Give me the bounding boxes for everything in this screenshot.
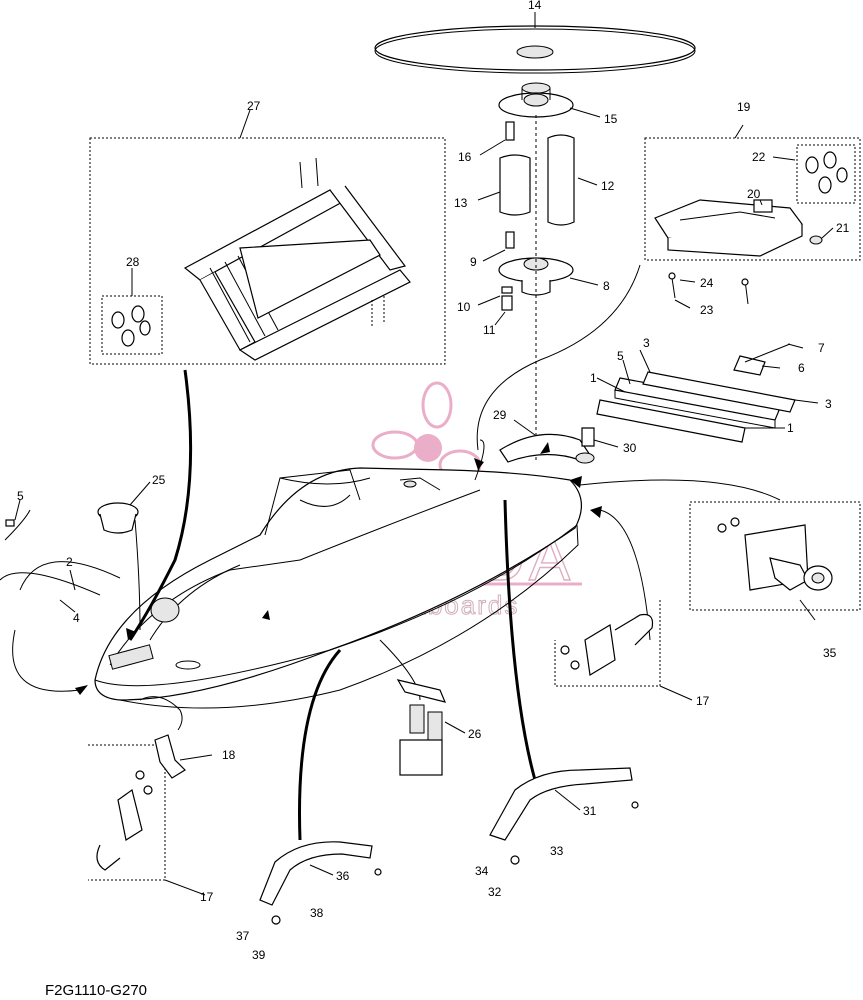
label-2: 2 [66, 555, 73, 569]
label-31: 31 [583, 804, 597, 818]
cup-holder [97, 502, 139, 534]
label-4: 4 [73, 611, 80, 625]
label-15: 15 [604, 112, 618, 126]
diagram-code: F2G1110-G270 [45, 982, 147, 999]
cap-detail-box [796, 144, 856, 204]
label-14: 14 [528, 0, 542, 12]
cleat-detail-box-right [554, 600, 661, 687]
label-27: 27 [247, 99, 261, 113]
drain-plug-detail-box [689, 501, 861, 611]
label-1b: 1 [787, 421, 794, 435]
label-30: 30 [623, 441, 637, 455]
label-17a: 17 [696, 694, 710, 708]
watermark-propeller-icon [371, 381, 482, 481]
label-24: 24 [700, 276, 714, 290]
pointer-arrows [75, 442, 602, 695]
cap-set [805, 151, 848, 194]
tow-pylon-bracket [654, 199, 823, 257]
label-6: 6 [798, 361, 805, 375]
bolt-set-23-24 [668, 272, 749, 305]
fender-spring-set [396, 679, 447, 776]
cleat-left [96, 770, 153, 871]
label-21: 21 [836, 221, 850, 235]
ladder-detail-box [89, 137, 446, 365]
bracket-18 [154, 734, 186, 779]
label-5b: 5 [17, 489, 24, 503]
label-28: 28 [126, 255, 140, 269]
label-11: 11 [483, 323, 496, 337]
label-19: 19 [737, 100, 751, 114]
label-3a: 3 [643, 336, 650, 350]
label-9: 9 [470, 255, 477, 269]
clip-30 [581, 427, 595, 447]
mast-assembly [498, 82, 575, 460]
label-20: 20 [747, 187, 761, 201]
label-17b: 17 [200, 890, 214, 904]
label-38: 38 [310, 906, 324, 920]
boat-hull [94, 467, 582, 709]
label-7: 7 [818, 341, 825, 355]
label-37: 37 [236, 929, 250, 943]
label-22: 22 [752, 150, 766, 164]
label-23: 23 [700, 303, 714, 317]
label-36: 36 [336, 869, 350, 883]
grommet-set [111, 305, 151, 347]
tow-pylon-detail-box [644, 137, 861, 261]
label-1a: 1 [590, 371, 597, 385]
label-29: 29 [493, 408, 507, 422]
label-3b: 3 [825, 397, 832, 411]
label-26: 26 [468, 727, 482, 741]
grab-rail-31 [489, 767, 639, 865]
label-12: 12 [601, 179, 615, 193]
rail-assembly [596, 343, 796, 443]
cleat-right [560, 613, 654, 676]
label-34: 34 [475, 864, 489, 878]
label-18: 18 [222, 748, 236, 762]
swim-ladder [183, 157, 411, 361]
label-13: 13 [454, 196, 468, 210]
part-labels: 14 15 16 12 13 9 8 10 11 27 28 19 22 20 … [17, 0, 850, 962]
label-10: 10 [457, 300, 471, 314]
label-33: 33 [550, 844, 564, 858]
label-leaders [14, 12, 834, 896]
drain-plug [717, 517, 833, 591]
grab-rail-36 [259, 841, 382, 925]
label-5a: 5 [617, 349, 624, 363]
label-16: 16 [458, 150, 472, 164]
grommet-detail-box [101, 295, 163, 355]
label-39: 39 [252, 948, 266, 962]
leader-cables [12, 264, 781, 841]
label-35: 35 [823, 646, 837, 660]
bimini-top-disc [374, 12, 696, 74]
label-25: 25 [152, 473, 166, 487]
label-8: 8 [603, 279, 610, 293]
cleat-detail-box-left [88, 744, 166, 881]
label-32: 32 [488, 885, 502, 899]
trim-strips [0, 509, 121, 596]
